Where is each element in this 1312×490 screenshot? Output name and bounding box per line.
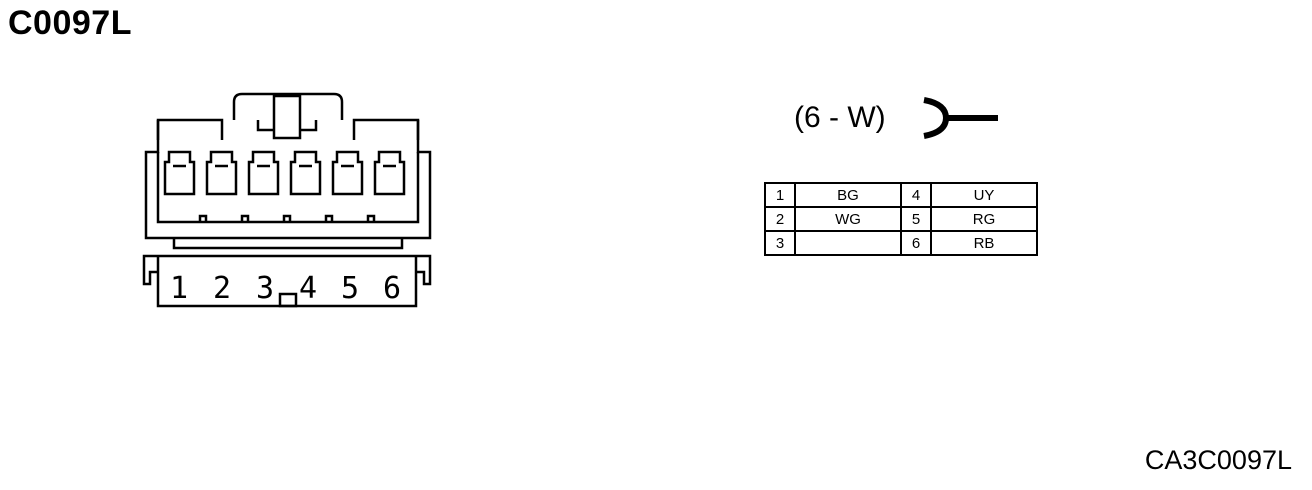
- inner-cavity: [156, 152, 420, 224]
- terminal-cavity: [373, 150, 406, 196]
- table-row: 2 WG 5 RG: [764, 206, 1038, 232]
- pin-cell: 4: [900, 182, 932, 208]
- pin-number-labels: 1 2 3 4 5 6: [170, 271, 401, 306]
- connector-title: C0097L: [8, 4, 132, 42]
- terminal-cavity: [331, 150, 364, 196]
- pin-cell: 5: [900, 206, 932, 232]
- wire-color-cell: WG: [794, 206, 902, 232]
- pin-number-label: 3: [256, 271, 274, 306]
- terminal-cavity: [247, 150, 280, 196]
- terminal-cavity: [163, 150, 196, 196]
- latch-tab: [272, 94, 302, 140]
- connector-housing: [144, 120, 432, 240]
- pin-cell: 3: [764, 230, 796, 256]
- female-terminal-icon: [923, 97, 998, 139]
- terminal-cavity: [289, 150, 322, 196]
- wire-color-cell: RG: [930, 206, 1038, 232]
- connector-face-drawing: 1 2 3 4 5 6: [142, 92, 432, 308]
- pin-cell: 1: [764, 182, 796, 208]
- table-row: 3 6 RB: [764, 230, 1038, 256]
- pin-number-label: 5: [341, 271, 359, 306]
- pin-number-label: 1: [170, 271, 188, 306]
- housing-base: [172, 238, 404, 250]
- terminal-cavities: [163, 150, 406, 196]
- pin-number-label: 6: [383, 271, 401, 306]
- terminal-cavity: [205, 150, 238, 196]
- wire-color-cell: RB: [930, 230, 1038, 256]
- connector-spec-row: (6 - W): [794, 96, 1000, 140]
- pin-number-label: 4: [299, 271, 317, 306]
- pin-cell: 2: [764, 206, 796, 232]
- connector-spec-label: (6 - W): [794, 101, 886, 134]
- pin-number-label: 2: [213, 271, 231, 306]
- figure-code: CA3C0097L: [1144, 445, 1292, 475]
- wire-color-cell: BG: [794, 182, 902, 208]
- right-rib: [352, 118, 420, 140]
- pin-cell: 6: [900, 230, 932, 256]
- connector-latch: [232, 92, 344, 120]
- left-rib: [156, 118, 224, 140]
- pin-wire-table: 1 BG 4 UY 2 WG 5 RG 3 6 RB: [764, 182, 1038, 256]
- table-row: 1 BG 4 UY: [764, 182, 1038, 208]
- wire-color-cell: UY: [930, 182, 1038, 208]
- polarization-key: [278, 292, 298, 308]
- pin-number-strip: [142, 254, 432, 308]
- wire-color-cell: [794, 230, 902, 256]
